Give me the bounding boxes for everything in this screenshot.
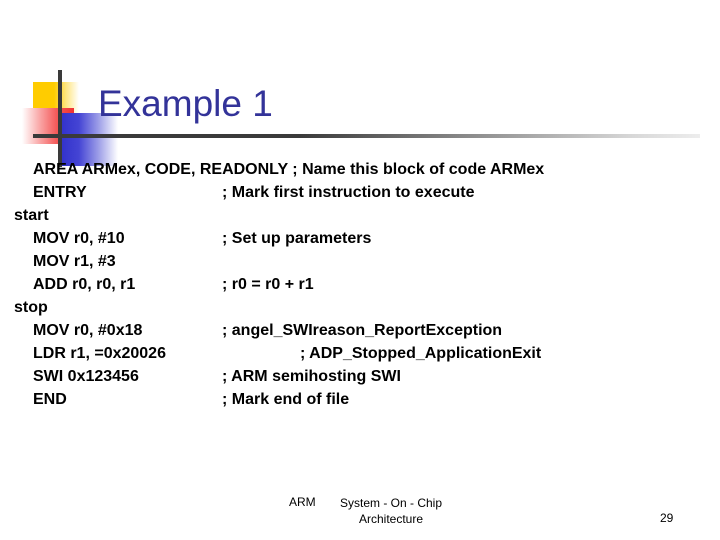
code-line-comment: ; ADP_Stopped_ApplicationExit [300, 345, 542, 362]
code-line-comment: ; ARM semihosting SWI [222, 368, 401, 385]
page-number: 29 [660, 511, 674, 525]
code-line-comment: ; angel_SWIreason_ReportException [222, 322, 503, 339]
code-line: MOV r0, #10 ; Set up parameters [14, 227, 706, 250]
code-line-label: LDR r1, =0x20026 [33, 345, 166, 362]
decoration-vertical-line [58, 70, 62, 167]
code-line: SWI 0x123456 ; ARM semihosting SWI [14, 365, 706, 388]
code-line-label: MOV r0, #0x18 [33, 322, 143, 339]
code-line-label: ADD r0, r0, r1 [33, 276, 136, 293]
code-line-label: END [33, 391, 67, 408]
decoration-horizontal-rule [33, 134, 700, 138]
code-line-label: SWI 0x123456 [33, 368, 139, 385]
code-line-label: stop [14, 299, 48, 316]
code-line: stop [14, 296, 706, 319]
footer-title-line-2: Architecture [359, 512, 424, 526]
code-line: start [14, 204, 706, 227]
code-line-comment: ; Mark end of file [222, 391, 350, 408]
code-line-label: MOV r0, #10 [33, 230, 125, 247]
footer-organization: ARM [289, 495, 316, 509]
code-line: LDR r1, =0x20026 ; ADP_Stopped_Applicatio… [14, 342, 706, 365]
code-line-label: start [14, 207, 49, 224]
page-title: Example 1 [98, 83, 273, 124]
code-line: AREA ARMex, CODE, READONLY ; Name this b… [14, 158, 706, 181]
footer-title: System - On - Chip Architecture [340, 495, 442, 527]
code-line: ENTRY ; Mark first instruction to execute [14, 181, 706, 204]
code-line: MOV r1, #3 [14, 250, 706, 273]
code-line-comment: ; Set up parameters [222, 230, 372, 247]
decoration-blue-square [62, 113, 118, 166]
code-listing: AREA ARMex, CODE, READONLY ; Name this b… [14, 158, 706, 411]
footer-title-line-1: System - On - Chip [340, 496, 443, 510]
code-line-label: AREA ARMex, CODE, READONLY ; Name this b… [33, 161, 545, 178]
code-line-comment: ; Mark first instruction to execute [222, 184, 475, 201]
code-line-label: MOV r1, #3 [33, 253, 116, 270]
code-line-label: ENTRY [33, 184, 87, 201]
code-line: MOV r0, #0x18 ; angel_SWIreason_ReportExc… [14, 319, 706, 342]
code-line: END ; Mark end of file [14, 388, 706, 411]
code-line: ADD r0, r0, r1 ; r0 = r0 + r1 [14, 273, 706, 296]
code-line-comment: ; r0 = r0 + r1 [222, 276, 314, 293]
